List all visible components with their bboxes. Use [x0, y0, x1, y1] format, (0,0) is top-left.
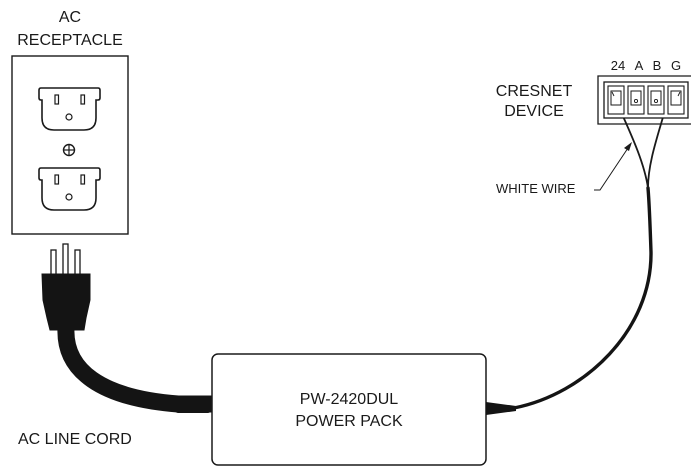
white-wire-label: WHITE WIRE — [496, 181, 576, 196]
cresnet-device-outline — [597, 75, 691, 125]
plug-prong-right — [74, 249, 81, 277]
terminal-label-24: 24 — [611, 58, 625, 73]
ac-line-cord-label: AC LINE CORD — [18, 431, 132, 448]
plug-prong-ground — [62, 243, 69, 277]
plug-prong-left — [50, 249, 57, 277]
upper-outlet-slot-left — [54, 94, 60, 105]
ac-plug — [41, 243, 91, 331]
dc-cable-strain-relief — [486, 402, 516, 415]
terminal-label-g: G — [671, 58, 681, 73]
lower-outlet-slot-left — [54, 174, 60, 185]
lower-outlet-slot-right — [80, 174, 86, 185]
upper-outlet-slot-right — [80, 94, 86, 105]
plug-body — [41, 273, 91, 331]
upper-outlet — [38, 87, 101, 131]
ac-receptacle-label-line2: RECEPTACLE — [17, 32, 123, 49]
white-wire-leader-line — [594, 147, 629, 191]
dc-output-cable — [512, 186, 653, 410]
lower-outlet — [38, 167, 101, 211]
terminal-a — [627, 85, 645, 115]
white-wire-arrowhead-icon — [624, 142, 632, 151]
power-pack — [211, 353, 487, 466]
ac-receptacle-label-line1: AC — [59, 9, 81, 26]
ac-cord-strain-relief — [175, 397, 211, 413]
terminal-g — [667, 85, 685, 115]
cresnet-device-label-line2: DEVICE — [504, 103, 564, 120]
ac-receptacle — [11, 55, 129, 235]
power-pack-model-label: PW-2420DUL — [300, 391, 399, 408]
cresnet-terminal-block — [603, 81, 689, 119]
power-pack-name-label: POWER PACK — [295, 413, 403, 430]
terminal-24 — [607, 85, 625, 115]
terminal-b — [647, 85, 665, 115]
terminal-label-a: A — [635, 58, 644, 73]
terminal-label-b: B — [653, 58, 662, 73]
ac-line-cord — [57, 327, 212, 413]
upper-outlet-ground-hole — [65, 113, 73, 121]
cresnet-device-label-line1: CRESNET — [496, 83, 573, 100]
plate-screw-icon — [62, 143, 76, 157]
lower-outlet-ground-hole — [65, 193, 73, 201]
